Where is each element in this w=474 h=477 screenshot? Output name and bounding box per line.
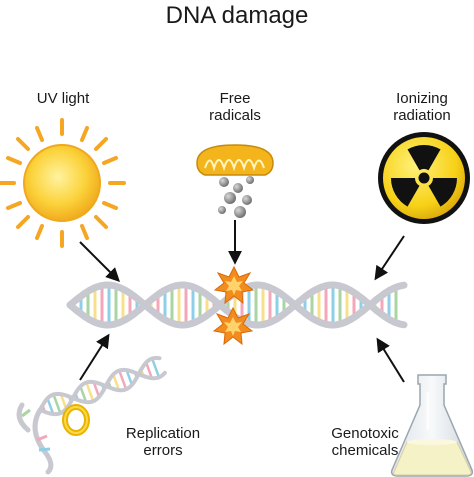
replication-label-line2: errors — [143, 442, 183, 460]
arrow-uv — [79, 241, 120, 282]
base-pair — [59, 393, 68, 410]
base-pair — [79, 385, 88, 403]
arrows — [79, 220, 405, 383]
free-radicals-label-line2: radicals — [209, 107, 261, 125]
base-pair — [144, 362, 154, 379]
genotoxic-chemicals-label: Genotoxic chemicals — [315, 425, 415, 460]
dna-backbone — [38, 367, 167, 412]
base-pair — [85, 382, 95, 402]
uv-light-label: UV light — [18, 90, 108, 107]
base-pair — [46, 397, 55, 415]
ionizing-label-line1: Ionizing — [396, 90, 448, 107]
arrow-ionizing — [374, 235, 405, 281]
replication-errors-label: Replication errors — [108, 425, 218, 460]
arrow-replication — [79, 333, 110, 381]
base-pair — [92, 381, 101, 398]
genotoxic-label-line1: Genotoxic — [331, 425, 399, 442]
dna-backbone — [38, 355, 162, 417]
base-pair — [118, 370, 128, 390]
ionizing-radiation-label: Ionizing radiation — [372, 90, 472, 125]
replication-dna-icon — [16, 355, 167, 475]
ionizing-label-line2: radiation — [393, 107, 451, 125]
radiation-icon — [378, 132, 470, 224]
damage-burst-icon — [213, 265, 255, 305]
base-pair — [150, 358, 161, 378]
base-pair — [125, 369, 134, 386]
sun-icon — [0, 118, 126, 248]
damage-burst-icon — [212, 306, 254, 346]
base-pair — [52, 394, 62, 414]
uv-light-label-line: UV light — [36, 90, 90, 107]
genotoxic-label-line2: chemicals — [331, 442, 399, 460]
page-title: DNA damage — [165, 2, 309, 29]
free-radicals-label-line1: Free — [219, 90, 251, 107]
base-pair — [112, 374, 121, 391]
helicase-ring-icon — [62, 404, 90, 436]
free-radicals-label: Free radicals — [190, 90, 280, 125]
flask-icon — [390, 374, 474, 477]
replication-label-line1: Replication — [125, 425, 201, 442]
arrow-genotoxic — [376, 337, 405, 383]
mitochondrion-icon — [196, 144, 274, 176]
free-radical-particles — [218, 176, 254, 218]
